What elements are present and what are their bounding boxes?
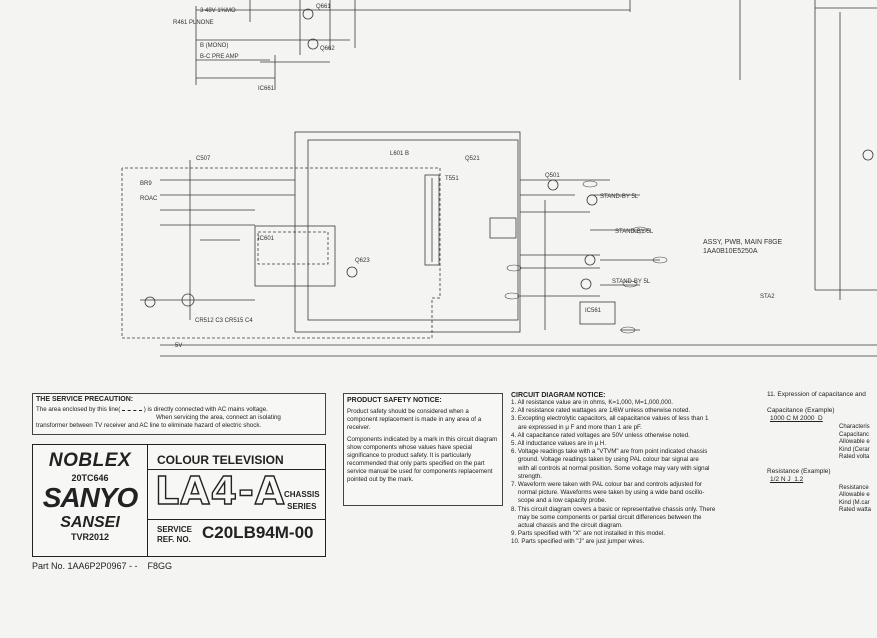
expression-title: 11. Expression of capacitance and xyxy=(767,391,866,398)
product-safety-box: PRODUCT SAFETY NOTICE: Product safety sh… xyxy=(343,393,503,506)
list-item: may be some components or partial circui… xyxy=(511,513,702,521)
product-type: COLOUR TELEVISION xyxy=(157,453,284,467)
resistance-example-label: Resistance (Example) xyxy=(767,467,831,475)
list-item: 8. This circuit diagram covers a basic o… xyxy=(511,505,716,513)
svg-text:Q501: Q501 xyxy=(545,173,560,179)
chassis-label: CHASSIS xyxy=(284,490,320,499)
list-item: 6. Voltage readings take with a "VTVM" a… xyxy=(511,448,708,456)
list-item: are expressed in μ F and more than 1 are… xyxy=(511,423,642,431)
service-precaution-text-3: When servicing the area, connect an isol… xyxy=(156,414,281,421)
model-sansei: TVR2012 xyxy=(70,532,110,542)
svg-text:BR9: BR9 xyxy=(140,181,152,187)
svg-text:STA2: STA2 xyxy=(760,294,775,300)
svg-text:3 48V 1%MO: 3 48V 1%MO xyxy=(200,8,236,14)
svg-text:B (MONO): B (MONO) xyxy=(200,43,228,49)
capacitance-example: 1000 C M 2000 D xyxy=(770,415,823,422)
svg-text:5V: 5V xyxy=(175,343,182,349)
svg-text:IC661: IC661 xyxy=(258,86,275,92)
product-safety-p2: Components indicated by a mark in this c… xyxy=(347,436,498,483)
list-item: actual chassis and the circuit diagram. xyxy=(511,522,623,530)
svg-text:Q623: Q623 xyxy=(355,258,370,264)
product-safety-p1: Product safety should be considered when… xyxy=(347,408,482,431)
res-key-resistance: Resistance xyxy=(839,484,869,491)
res-key-rated-wattage: Rated watta xyxy=(839,507,872,513)
svg-text:T551: T551 xyxy=(445,176,459,182)
product-safety-title: PRODUCT SAFETY NOTICE: xyxy=(347,397,442,404)
brand-noblex: NOBLEX xyxy=(48,450,132,471)
svg-text:R461 PLNONE: R461 PLNONE xyxy=(173,20,214,26)
list-item: 9. Parts specified with "X" are not inst… xyxy=(511,530,665,538)
capacitance-example-label: Capacitance (Example) xyxy=(767,407,835,414)
svg-text:L601 B: L601 B xyxy=(390,151,409,157)
list-item: 2. All resistance rated wattages are 1/6… xyxy=(511,407,691,415)
svg-text:C507: C507 xyxy=(196,156,211,162)
res-key-kind: Kind (M.car xyxy=(839,499,870,506)
resistance-example: 1/2 N J 1.2 xyxy=(770,475,804,483)
svg-text:CR512 C3 CR515 C4: CR512 C3 CR515 C4 xyxy=(195,318,253,324)
cap-key-rated-voltage: Rated volta xyxy=(839,454,870,460)
svg-text:STAND-BY 5L: STAND-BY 5L xyxy=(600,194,639,200)
list-item: ground. Voltage readings taken by using … xyxy=(511,456,699,464)
list-item: with all controls at normal position. So… xyxy=(511,464,710,472)
list-item: scope and a low capacity probe. xyxy=(511,497,607,505)
list-item: 4. All capacitance rated voltages are 50… xyxy=(511,431,690,439)
service-precaution-text-2: ) is directly connected with AC mains vo… xyxy=(143,406,268,413)
chassis-name: LA4-A xyxy=(154,468,286,513)
brand-column: NOBLEX 20TC646 SANYO SANSEI TVR2012 xyxy=(33,445,148,556)
svg-text:STAND-BY 5L: STAND-BY 5L xyxy=(615,229,654,235)
list-item: strength. xyxy=(511,472,542,480)
ref-no-label: REF. NO. xyxy=(157,535,191,544)
list-item: 5. All inductance values are in μ H. xyxy=(511,440,607,448)
list-item: 7. Waveform were taken with PAL colour b… xyxy=(511,481,702,489)
circuit-notice-title: CIRCUIT DIAGRAM NOTICE: xyxy=(511,392,606,399)
cap-key-characteristic: Characteris xyxy=(839,424,870,430)
brand-sansei: SANSEI xyxy=(60,514,120,531)
service-ref-no: C20LB94M-00 xyxy=(202,523,314,542)
circuit-schematic: 3 48V 1%MO R461 PLNONE B (MONO) B-C PRE … xyxy=(121,0,877,357)
service-precaution-title: THE SERVICE PRECAUTION: xyxy=(36,396,134,403)
brand-sanyo: SANYO xyxy=(42,482,139,513)
circuit-notice: CIRCUIT DIAGRAM NOTICE: 1. All resistanc… xyxy=(511,392,761,547)
service-precaution-box: THE SERVICE PRECAUTION: The area enclose… xyxy=(32,393,326,435)
svg-text:Q661: Q661 xyxy=(316,4,331,10)
capacitance-expression: 11. Expression of capacitance and Capaci… xyxy=(767,391,877,515)
svg-text:ROAC: ROAC xyxy=(140,196,158,202)
service-label: SERVICE xyxy=(157,525,192,534)
svg-text:B-C PRE AMP: B-C PRE AMP xyxy=(200,54,239,60)
svg-text:STAND-BY 5L: STAND-BY 5L xyxy=(612,279,651,285)
service-precaution-text-4: transformer between TV receiver and AC l… xyxy=(36,422,262,429)
enclosed-line-symbol xyxy=(122,405,142,411)
svg-text:Q662: Q662 xyxy=(320,46,335,52)
cap-key-capacitance: Capacitanc xyxy=(839,431,870,438)
model-noblex: 20TC646 xyxy=(71,473,109,483)
res-key-allowable: Allowable e xyxy=(839,492,870,498)
svg-text:IC561: IC561 xyxy=(585,308,602,314)
model-info-box: NOBLEX 20TC646 SANYO SANSEI TVR2012 COLO… xyxy=(32,444,326,557)
list-item: 3. Excepting electrolytic capacitors, al… xyxy=(511,415,709,423)
cap-key-allowable: Allowable e xyxy=(839,439,870,445)
assy-code: 1AA0B10E5250A xyxy=(703,248,758,255)
list-item: 1. All resistance value are in ohms, K=1… xyxy=(511,399,674,406)
svg-text:Q521: Q521 xyxy=(465,156,480,162)
list-item: 10. Parts specified with "J" are just ju… xyxy=(511,538,645,546)
assy-label: ASSY, PWB, MAIN F8GE xyxy=(703,239,783,246)
cap-key-kind: Kind (Cerar xyxy=(839,446,870,453)
series-label: SERIES xyxy=(287,502,317,511)
part-number: Part No. 1AA6P2P0967 - - F8GG xyxy=(32,561,173,571)
service-precaution-text-1: The area enclosed by this line( xyxy=(36,406,121,413)
list-item: normal picture. Waveforms were taken by … xyxy=(511,489,705,497)
svg-text:IC601: IC601 xyxy=(258,236,275,242)
circuit-notice-list: 1. All resistance value are in ohms, K=1… xyxy=(511,399,761,547)
